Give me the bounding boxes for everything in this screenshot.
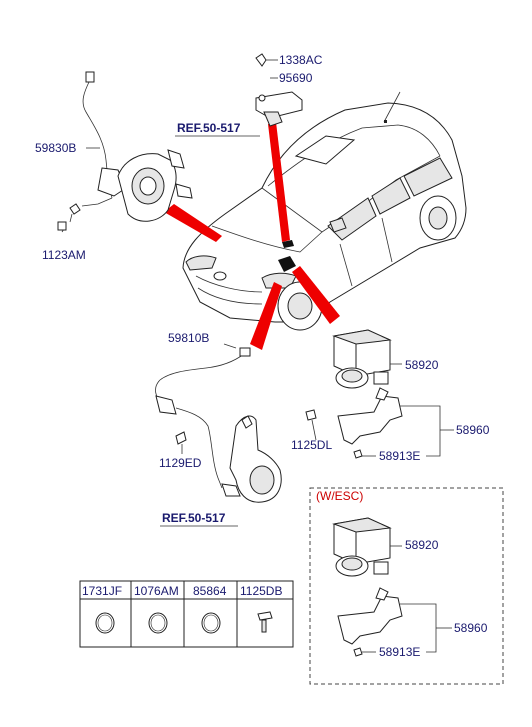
rear-wheel-speed-sensor-assembly bbox=[155, 343, 282, 503]
esc-title: (W/ESC) bbox=[316, 489, 363, 503]
arrow-to-front-wheel bbox=[164, 204, 222, 242]
label-1129ed: 1129ED bbox=[159, 456, 202, 470]
label-esc-58960: 58960 bbox=[454, 621, 488, 635]
label-1338ac: 1338AC bbox=[279, 53, 323, 67]
abs-hecu-assembly bbox=[305, 329, 454, 459]
arrow-to-hecu bbox=[292, 266, 340, 324]
o-ring-icon bbox=[95, 612, 115, 634]
label-95690: 95690 bbox=[279, 71, 313, 85]
arrow-to-sensor-module bbox=[268, 122, 290, 242]
label-58920: 58920 bbox=[405, 358, 439, 372]
table-header-85864: 85864 bbox=[193, 584, 227, 598]
table-header-1076am: 1076AM bbox=[134, 584, 179, 598]
label-esc-58920: 58920 bbox=[405, 538, 439, 552]
parts-table: 1731JF 1076AM 85864 1125DB bbox=[79, 580, 294, 648]
label-1123am: 1123AM bbox=[42, 248, 86, 262]
label-59810b: 59810B bbox=[168, 331, 209, 345]
part-labels: 1338AC 95690 REF.50-517 59830B 1123AM 59… bbox=[35, 53, 490, 659]
o-ring-icon bbox=[148, 612, 168, 634]
yaw-sensor-module bbox=[255, 53, 303, 127]
label-esc-58913e: 58913E bbox=[379, 645, 420, 659]
esc-variant-group bbox=[309, 487, 504, 685]
ref-label-bottom: REF.50-517 bbox=[162, 511, 226, 525]
label-59830b: 59830B bbox=[35, 141, 76, 155]
callout-arrows bbox=[164, 122, 340, 350]
o-ring-icon bbox=[201, 612, 221, 634]
front-wheel-speed-sensor-assembly bbox=[57, 71, 193, 233]
ref-label-top: REF.50-517 bbox=[177, 121, 241, 135]
label-58960: 58960 bbox=[456, 423, 490, 437]
table-header-1125db: 1125DB bbox=[240, 584, 282, 598]
arrow-to-rear-sensor bbox=[250, 282, 282, 350]
label-1125dl: 1125DL bbox=[291, 438, 332, 452]
table-header-1731jf: 1731JF bbox=[82, 584, 122, 598]
label-58913e: 58913E bbox=[379, 449, 420, 463]
bolt-icon bbox=[257, 611, 273, 633]
